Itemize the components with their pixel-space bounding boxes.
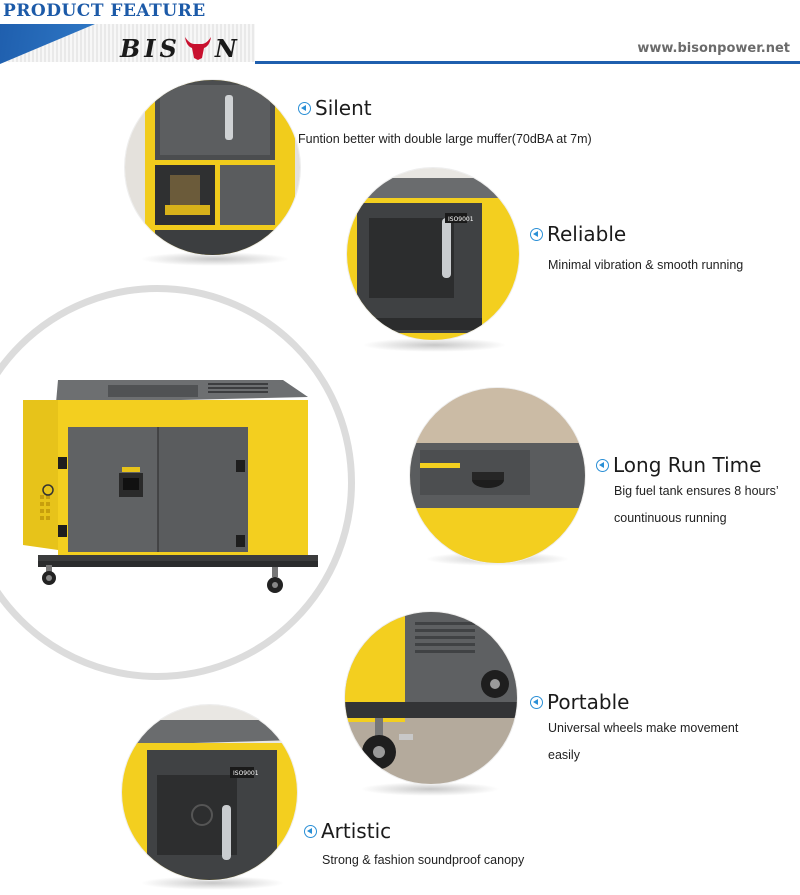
feature-reliable: Reliable Minimal vibration & smooth runn… xyxy=(530,222,743,279)
feature-image-silent xyxy=(125,80,300,255)
feature-description: Big fuel tank ensures 8 hours’ countinuo… xyxy=(614,478,779,532)
feature-circle-shadow xyxy=(360,782,500,796)
silent-detail-image xyxy=(125,80,300,255)
feature-title: Silent xyxy=(298,96,592,120)
page-title: PRODUCT FEATURE xyxy=(3,1,206,21)
feature-description-line: easily xyxy=(548,748,580,762)
circle-arrow-left-icon xyxy=(304,824,317,838)
feature-image-reliable: ISO9001 xyxy=(347,168,519,340)
main-generator-image xyxy=(23,380,318,593)
feature-title: Artistic xyxy=(304,819,524,843)
feature-description: Funtion better with double large muffer(… xyxy=(298,132,592,146)
feature-description: Minimal vibration & smooth running xyxy=(548,258,744,272)
feature-long-run-time: Long Run Time Big fuel tank ensures 8 ho… xyxy=(596,453,779,532)
circle-arrow-left-icon xyxy=(596,458,609,472)
iso-badge-text: ISO9001 xyxy=(233,770,259,777)
feature-title-text: Long Run Time xyxy=(613,453,762,477)
reliable-detail-image: ISO9001 xyxy=(347,168,519,340)
circle-arrow-left-icon xyxy=(298,101,311,115)
circle-arrow-left-icon xyxy=(530,227,543,241)
feature-artistic: Artistic Strong & fashion soundproof can… xyxy=(304,819,524,874)
brand-logo: BIS N xyxy=(120,34,241,63)
feature-title: Portable xyxy=(530,690,738,714)
logo-text-left: BIS xyxy=(120,34,181,63)
feature-circle-shadow xyxy=(140,876,285,890)
feature-description-line: Big fuel tank ensures 8 hours’ xyxy=(614,484,779,498)
feature-portable: Portable Universal wheels make movement … xyxy=(530,690,738,769)
portable-detail-image xyxy=(345,612,517,784)
circle-arrow-left-icon xyxy=(530,695,543,709)
feature-description: Universal wheels make movement easily xyxy=(548,715,738,769)
feature-title-text: Reliable xyxy=(547,222,627,246)
feature-description-line: countinuous running xyxy=(614,511,727,525)
feature-title: Reliable xyxy=(530,222,743,246)
website-url[interactable]: www.bisonpower.net xyxy=(637,41,790,56)
feature-title-text: Portable xyxy=(547,690,630,714)
feature-circle-shadow xyxy=(140,252,290,266)
feature-circle-shadow xyxy=(362,338,507,352)
feature-image-portable xyxy=(345,612,517,784)
feature-description: Strong & fashion soundproof canopy xyxy=(322,853,525,867)
main-product-ring xyxy=(0,285,355,680)
feature-title: Long Run Time xyxy=(596,453,779,477)
iso-badge-text: ISO9001 xyxy=(448,216,474,223)
long-run-detail-image xyxy=(410,388,585,563)
logo-text-right: N xyxy=(214,34,241,63)
feature-silent: Silent Funtion better with double large … xyxy=(298,96,592,153)
page-header: PRODUCT FEATURE BIS N www.bisonpower.net xyxy=(0,0,800,70)
feature-title-text: Silent xyxy=(315,96,372,120)
feature-title-text: Artistic xyxy=(321,819,392,843)
feature-image-long-run xyxy=(410,388,585,563)
feature-image-artistic: ISO9001 xyxy=(122,705,297,880)
header-divider xyxy=(255,61,800,64)
feature-description-line: Universal wheels make movement xyxy=(548,721,739,735)
bull-head-icon xyxy=(184,37,211,60)
artistic-detail-image: ISO9001 xyxy=(122,705,297,880)
